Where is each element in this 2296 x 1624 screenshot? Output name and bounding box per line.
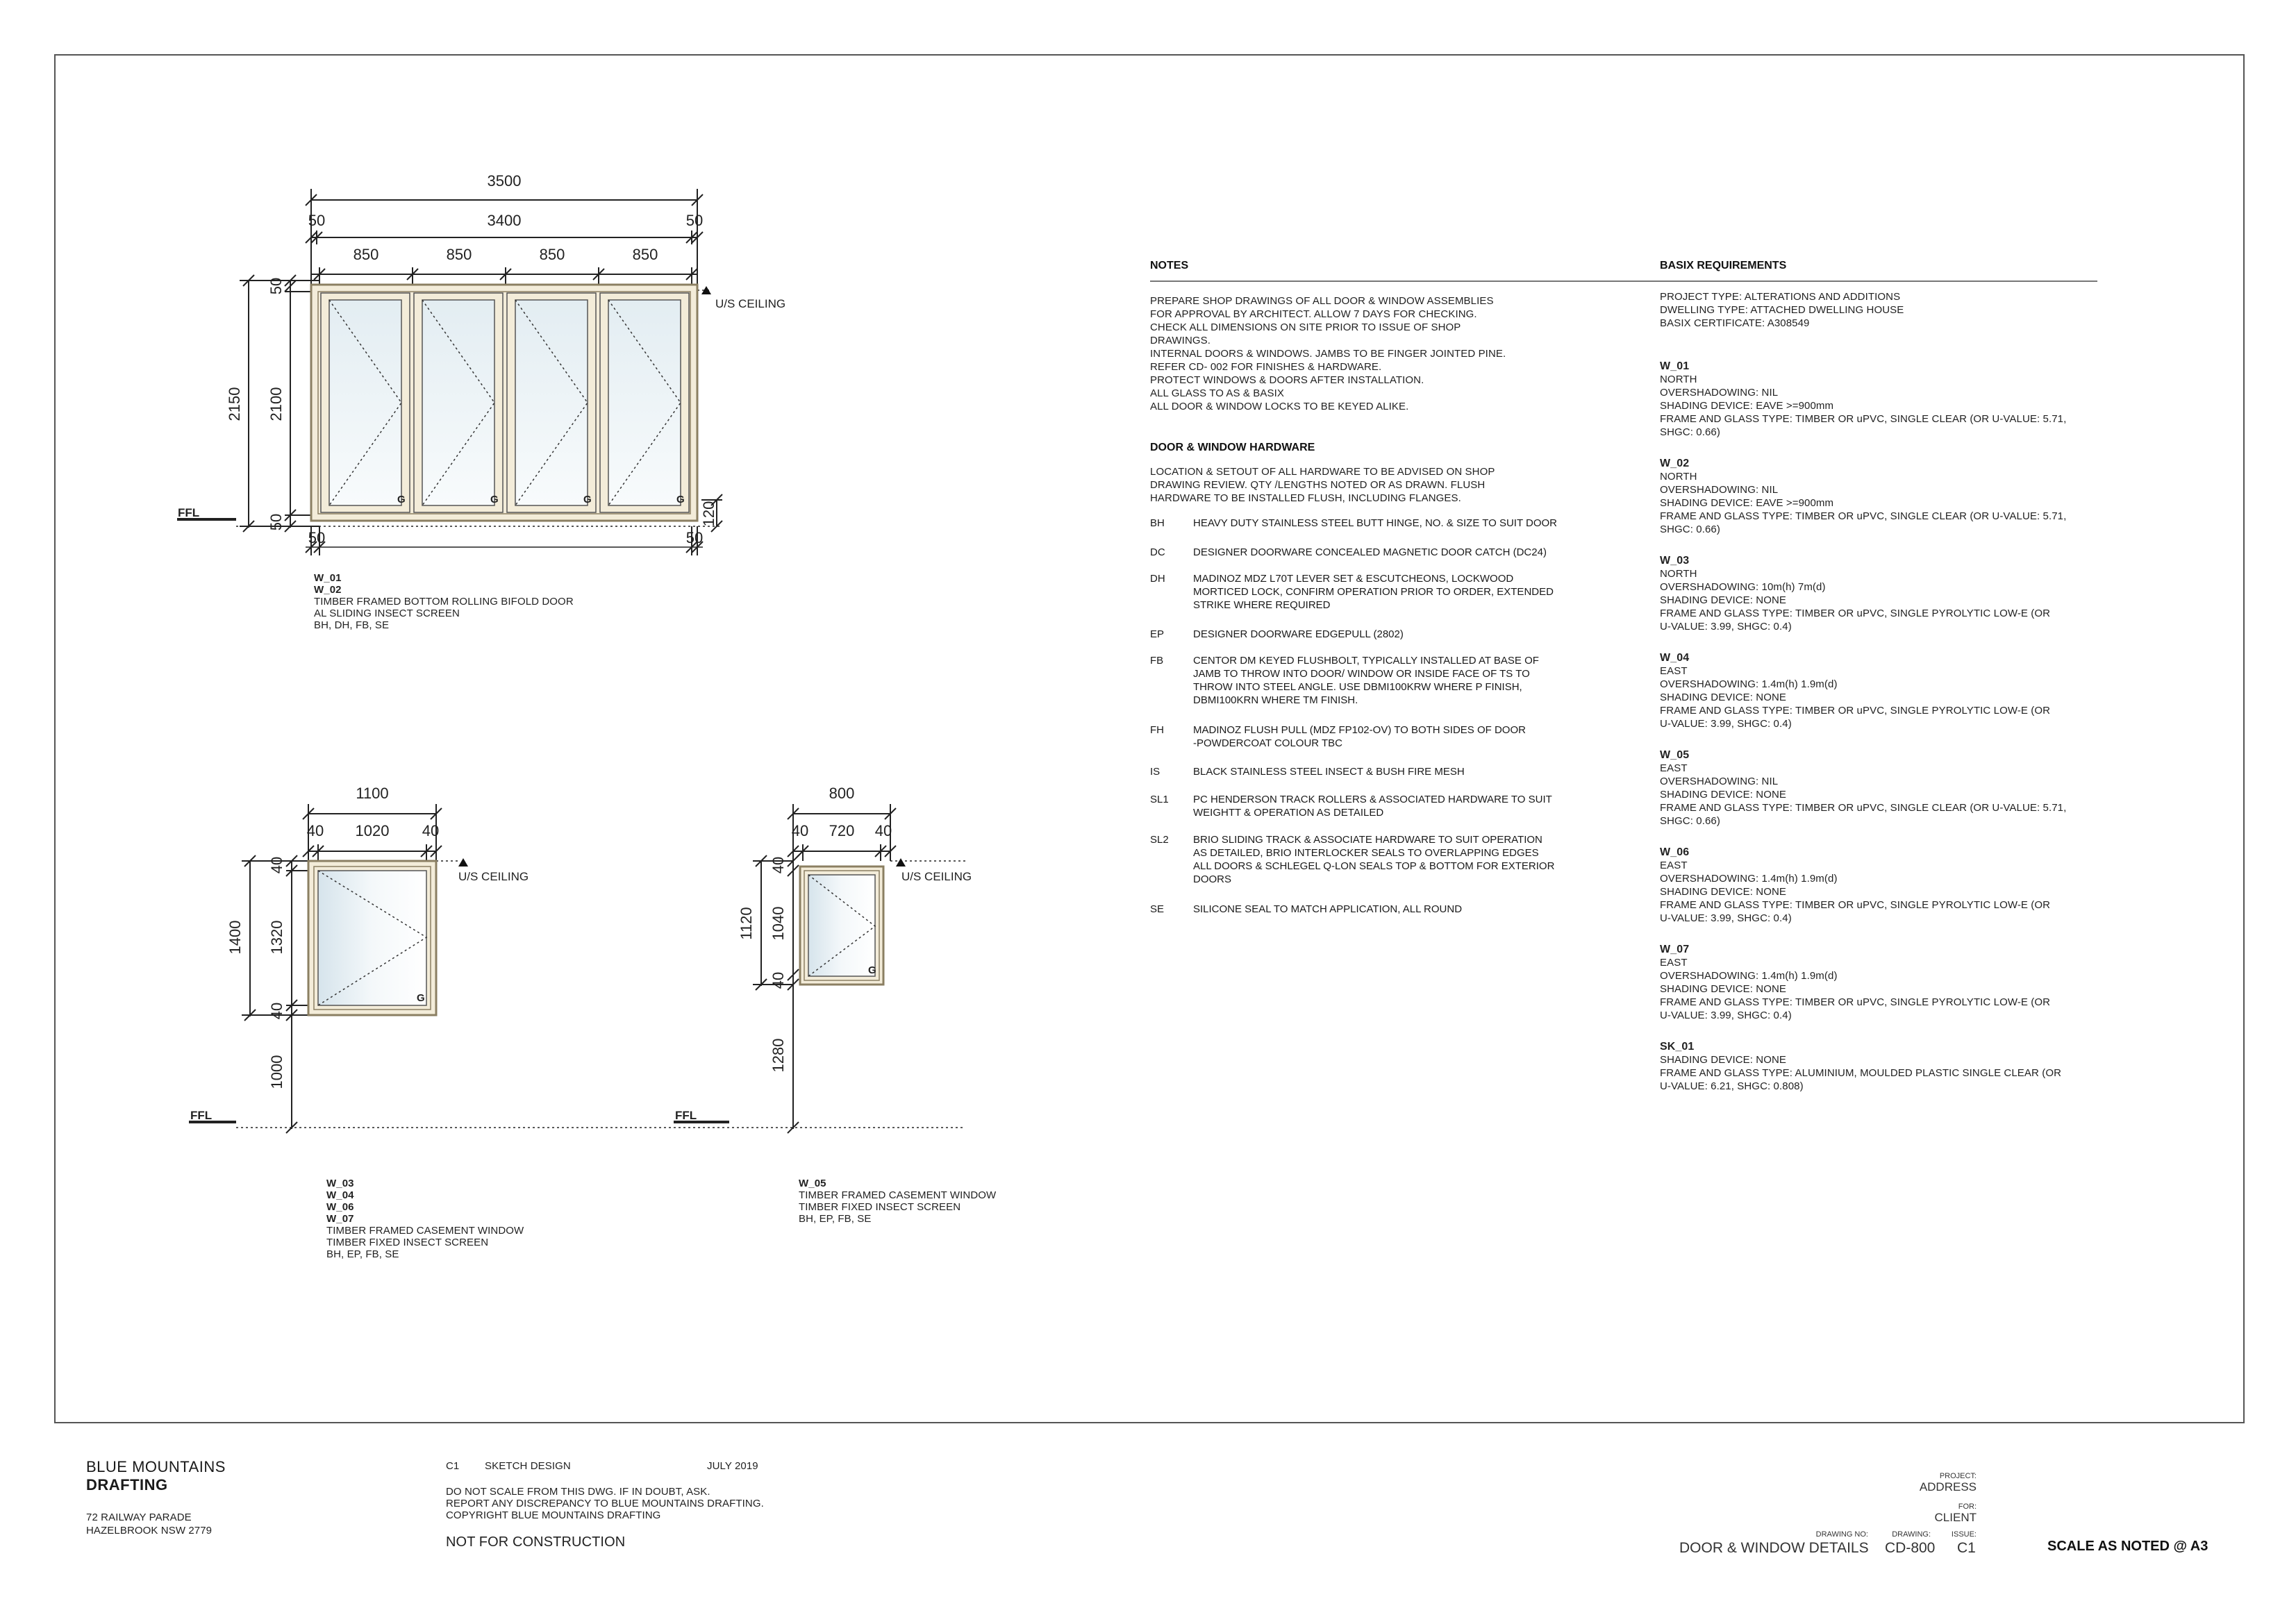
- ceiling-marker-icon: [701, 286, 711, 294]
- dim-panel-4: 850: [633, 246, 658, 263]
- dim-bottom-gap-w05: 40: [770, 972, 787, 989]
- drawing-title: DOOR & WINDOW DETAILS: [1679, 1540, 1869, 1556]
- issue-label: ISSUE:: [1951, 1530, 1977, 1539]
- glass-tag: G: [676, 494, 685, 505]
- bifold-panel-4: [599, 292, 690, 513]
- status-label: NOT FOR CONSTRUCTION: [446, 1534, 626, 1550]
- dim-bottom-left: 50: [308, 529, 325, 546]
- dim-inner-width-w03: 1020: [356, 822, 390, 839]
- notes-rule: [1150, 281, 2097, 282]
- dim-overall-width: 3500: [488, 172, 522, 190]
- caption-casement-window: W_03 W_04 W_06 W_07 TIMBER FRAMED CASEME…: [326, 1178, 524, 1260]
- drawing-label: DRAWING:: [1892, 1530, 1931, 1539]
- revision-code: C1: [446, 1460, 460, 1472]
- caption-small-casement-window: W_05 TIMBER FRAMED CASEMENT WINDOW TIMBE…: [799, 1178, 997, 1225]
- dim-bottom-gap: 50: [267, 514, 285, 530]
- dim-top-gap: 50: [267, 278, 285, 294]
- for-label: FOR:: [1958, 1502, 1977, 1511]
- dim-right-w05: 40: [875, 822, 892, 839]
- basix-heading: BASIX REQUIREMENTS: [1660, 260, 1787, 271]
- glass-tag: G: [397, 494, 406, 505]
- dim-bottom-gap-w03: 40: [268, 1003, 285, 1019]
- dim-side-left: 50: [308, 212, 325, 229]
- dim-panel-2: 850: [447, 246, 472, 263]
- revision-date: JULY 2019: [707, 1460, 758, 1472]
- disclaimer: DO NOT SCALE FROM THIS DWG. IF IN DOUBT,…: [446, 1486, 764, 1521]
- glass-tag: G: [868, 964, 876, 976]
- basix-item-w01: W_01 NORTH OVERSHADOWING: NIL SHADING DE…: [1660, 360, 2067, 438]
- dim-inner-width: 3400: [488, 212, 522, 229]
- basix-item-w07: W_07 EAST OVERSHADOWING: 1.4m(h) 1.9m(d)…: [1660, 944, 2051, 1021]
- dim-overall-width-w05: 800: [829, 785, 855, 802]
- ceiling-marker-icon: [458, 858, 468, 867]
- elevation-casement-window: [189, 804, 965, 1134]
- caption-bifold-door: W_01 W_02 TIMBER FRAMED BOTTOM ROLLING B…: [314, 572, 574, 631]
- dim-left-w03: 40: [307, 822, 324, 839]
- ffl-label-e3: FFL: [675, 1109, 697, 1122]
- dim-left-w05: 40: [792, 822, 808, 839]
- ffl-label-e2: FFL: [190, 1109, 212, 1122]
- hardware-intro: LOCATION & SETOUT OF ALL HARDWARE TO BE …: [1150, 466, 1495, 504]
- dim-height-overall-w03: 1400: [226, 921, 244, 955]
- notes-heading: NOTES: [1150, 260, 1189, 271]
- dim-height-inner-w03: 1320: [268, 921, 285, 955]
- dim-sill-height-w03: 1000: [268, 1055, 285, 1089]
- dim-height-overall: 2150: [226, 387, 243, 421]
- ceiling-label-e1: U/S CEILING: [715, 297, 785, 310]
- basix-item-sk01: SK_01 SHADING DEVICE: NONE FRAME AND GLA…: [1660, 1041, 2062, 1092]
- hardware-heading: DOOR & WINDOW HARDWARE: [1150, 442, 1315, 453]
- elevation-small-casement-window: [674, 804, 965, 1134]
- ceiling-label-e3: U/S CEILING: [901, 870, 972, 883]
- ceiling-marker-icon: [896, 858, 906, 867]
- casement-window-frame: [307, 860, 438, 1016]
- dim-overall-width-w03: 1100: [356, 785, 388, 802]
- dim-sill: 120: [700, 501, 717, 527]
- bifold-frame: [310, 283, 699, 522]
- dim-side-right: 50: [686, 212, 703, 229]
- dim-top-gap-w05: 40: [770, 857, 787, 873]
- firm-address: 72 RAILWAY PARADE HAZELBROOK NSW 2779: [86, 1512, 213, 1537]
- dim-height-inner: 2100: [267, 387, 285, 421]
- bifold-panel-3: [506, 292, 597, 513]
- basix-item-w04: W_04 EAST OVERSHADOWING: 1.4m(h) 1.9m(d)…: [1660, 652, 2051, 730]
- dim-sill-height-w05: 1280: [770, 1039, 787, 1073]
- dim-height-overall-w05: 1120: [738, 907, 755, 939]
- notes-list: PREPARE SHOP DRAWINGS OF ALL DOOR & WIND…: [1150, 295, 1506, 412]
- basix-item-w05: W_05 EAST OVERSHADOWING: NIL SHADING DEV…: [1660, 749, 2067, 827]
- dim-top-gap-w03: 40: [268, 857, 285, 873]
- elevation-bifold-door: [177, 189, 723, 555]
- small-casement-window-frame: [799, 865, 885, 986]
- drawing-no-label: DRAWING NO:: [1815, 1530, 1868, 1539]
- glass-tag: G: [583, 494, 592, 505]
- drawing-border: [54, 54, 2245, 1423]
- glass-tag: G: [490, 494, 499, 505]
- glass-tag: G: [417, 992, 425, 1004]
- dim-bottom-right: 50: [686, 529, 703, 546]
- revision-description: SKETCH DESIGN: [485, 1460, 571, 1472]
- dim-inner-width-w05: 720: [829, 822, 855, 839]
- project-label: PROJECT:: [1939, 1472, 1977, 1480]
- scale-label: SCALE AS NOTED @ A3: [2047, 1539, 2208, 1554]
- firm-name: BLUE MOUNTAINS DRAFTING: [86, 1458, 226, 1493]
- dim-right-w03: 40: [422, 822, 439, 839]
- bifold-panel-2: [413, 292, 504, 513]
- ceiling-label-e2: U/S CEILING: [458, 870, 529, 883]
- basix-item-w02: W_02 NORTH OVERSHADOWING: NIL SHADING DE…: [1660, 458, 2067, 535]
- ffl-label-e1: FFL: [178, 506, 199, 519]
- basix-intro: PROJECT TYPE: ALTERATIONS AND ADDITIONS …: [1660, 291, 1904, 329]
- issue-value: C1: [1957, 1540, 1976, 1556]
- dim-panel-3: 850: [540, 246, 565, 263]
- drawing-number: CD-800: [1885, 1540, 1936, 1556]
- bifold-panel-1: [320, 292, 410, 513]
- project-value: ADDRESS: [1919, 1480, 1977, 1493]
- dim-height-inner-w05: 1040: [770, 907, 787, 941]
- dim-panel-1: 850: [353, 246, 379, 263]
- basix-item-w03: W_03 NORTH OVERSHADOWING: 10m(h) 7m(d) S…: [1660, 555, 2051, 633]
- basix-item-w06: W_06 EAST OVERSHADOWING: 1.4m(h) 1.9m(d)…: [1660, 846, 2051, 924]
- for-value: CLIENT: [1934, 1511, 1977, 1524]
